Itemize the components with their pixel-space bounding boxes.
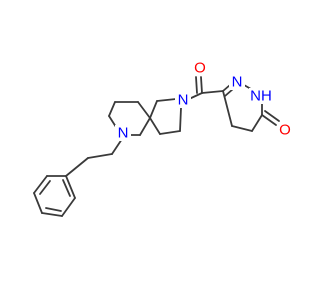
bonds xyxy=(33,76,280,217)
bond xyxy=(156,98,177,102)
atoms: O N N NH O N xyxy=(115,60,293,142)
bond xyxy=(264,110,280,122)
svg-text:N: N xyxy=(232,74,243,91)
bond xyxy=(149,100,158,119)
bond xyxy=(149,117,161,135)
bond xyxy=(33,175,48,194)
bond xyxy=(200,76,203,94)
bond xyxy=(108,101,116,117)
bond xyxy=(137,101,151,119)
bond xyxy=(33,192,43,214)
bond xyxy=(222,84,231,92)
atom-oxygen-ketone: O xyxy=(277,122,293,139)
atom-nitrogen-pyrrolidine: N xyxy=(175,92,191,109)
bond xyxy=(41,212,63,217)
bond xyxy=(231,125,253,132)
bond xyxy=(201,90,224,94)
bond xyxy=(45,207,62,212)
bond xyxy=(251,114,263,132)
svg-text:N: N xyxy=(178,92,189,109)
bond xyxy=(65,157,89,177)
bond xyxy=(139,117,151,136)
bond xyxy=(65,175,76,199)
bond xyxy=(261,114,277,126)
bond xyxy=(108,115,117,128)
bond xyxy=(87,153,113,159)
bond xyxy=(62,179,71,197)
bond xyxy=(159,130,181,135)
bond xyxy=(111,138,123,155)
bond xyxy=(39,180,51,195)
atom-nh-ring: NH xyxy=(249,88,273,105)
bond xyxy=(188,92,203,100)
svg-text:O: O xyxy=(279,122,291,139)
bond xyxy=(222,90,233,127)
bond xyxy=(224,88,234,97)
bond xyxy=(61,197,76,217)
molecule-diagram: O N N NH O N xyxy=(33,59,293,217)
bond xyxy=(195,76,198,94)
atom-nitrogen-ring: N xyxy=(229,74,245,91)
svg-text:N: N xyxy=(118,125,129,142)
bond xyxy=(179,107,182,132)
atom-nitrogen-piperidine: N xyxy=(115,125,131,142)
svg-text:O: O xyxy=(194,60,206,77)
svg-text:NH: NH xyxy=(250,88,272,105)
atom-oxygen-carbonyl: O xyxy=(192,60,208,77)
